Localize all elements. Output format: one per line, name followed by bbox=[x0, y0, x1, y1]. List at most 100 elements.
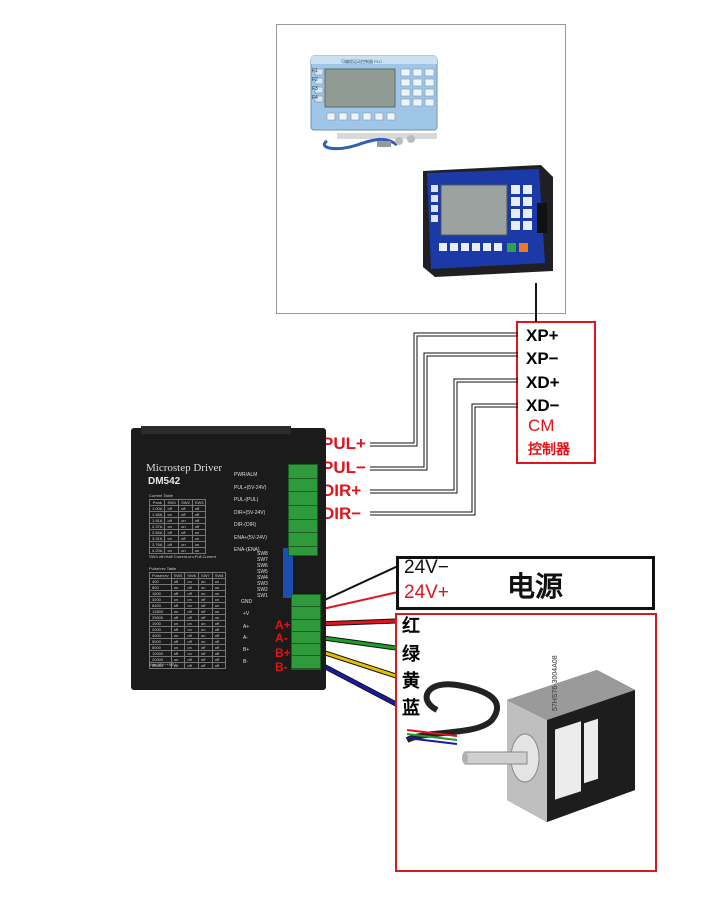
function-key-label: F4 bbox=[312, 95, 318, 101]
switch-label: SW5 bbox=[257, 569, 268, 575]
power-neg-label: 24V− bbox=[404, 557, 449, 578]
controller-caption: 控制器 bbox=[528, 441, 570, 457]
pin-label-xp-minus: XP− bbox=[526, 349, 559, 368]
pin-label-xp-plus: XP+ bbox=[526, 326, 559, 345]
wire-label-green: 绿 bbox=[402, 644, 420, 664]
sw4-note: SW4 off=Half Current,on=Full Current bbox=[149, 554, 216, 559]
driver-signal-pul-plus: PUL+ bbox=[322, 434, 366, 453]
table-cell: off bbox=[198, 662, 213, 669]
table-header-cell: Pulse/rev bbox=[149, 572, 172, 579]
switch-label: SW7 bbox=[257, 557, 268, 563]
terminal-label: DIR-(DIR) bbox=[234, 522, 257, 528]
phase-label-a-minus: A- bbox=[275, 631, 288, 645]
signal-wires bbox=[370, 332, 518, 516]
table-cell: on bbox=[178, 547, 193, 554]
controller-photo-box: 可编程运动控制器 PLC F1 F2 F3 F4 bbox=[276, 24, 566, 314]
pin-label-cm: CM bbox=[528, 416, 555, 435]
phase-label-a-plus: A+ bbox=[275, 618, 291, 632]
controller-front-photo bbox=[310, 55, 438, 151]
terminal-label: ENA+(5V-24V) bbox=[234, 534, 267, 541]
driver-small-a-plus: A+ bbox=[243, 624, 250, 630]
pulse-table-title: Pulse/rev Table bbox=[149, 566, 177, 571]
switch-label: SW8 bbox=[257, 551, 268, 557]
terminal-label: DIR+(5V-24V) bbox=[234, 509, 266, 516]
switch-label: SW1 bbox=[257, 593, 268, 599]
pin-label-xd-minus: XD− bbox=[526, 396, 560, 415]
terminal-label: PWR/ALM bbox=[234, 472, 258, 478]
driver-model: DM542 bbox=[148, 476, 181, 487]
function-key-label: F2 bbox=[312, 77, 318, 83]
terminal-label: ENA-(ENA) bbox=[234, 547, 260, 553]
table-cell: off bbox=[211, 662, 227, 669]
terminal-labels: PWR/ALM PUL+(5V-24V) PUL-(PUL) DIR+(5V-2… bbox=[234, 472, 294, 560]
power-terminal-block bbox=[291, 594, 321, 670]
table-cell: 4.20A bbox=[148, 547, 166, 554]
motor-box bbox=[395, 613, 657, 872]
current-table-title: Current Table bbox=[149, 493, 173, 498]
phase-label-b-minus: B- bbox=[275, 660, 288, 674]
wire-label-blue: 蓝 bbox=[402, 698, 420, 718]
switch-label: SW3 bbox=[257, 581, 268, 587]
switch-label: SW6 bbox=[257, 563, 268, 569]
wire-blue bbox=[315, 660, 397, 706]
power-title: 电源 bbox=[507, 570, 564, 603]
motor-wires bbox=[314, 618, 398, 707]
switch-label: SW4 bbox=[257, 575, 268, 581]
driver-signal-pul-minus: PUL− bbox=[322, 458, 366, 477]
driver-vplus-label: +V bbox=[243, 611, 250, 617]
wire-green bbox=[315, 635, 397, 650]
controller-panel-photo bbox=[423, 165, 553, 277]
dip-switch bbox=[283, 548, 293, 598]
table-cell: on bbox=[164, 547, 180, 554]
function-key-labels: F1 F2 F3 F4 bbox=[312, 67, 322, 103]
driver-small-b-minus: B- bbox=[243, 659, 248, 665]
table-cell: 25000 bbox=[149, 662, 172, 669]
table-cell: on bbox=[191, 547, 207, 554]
wire-yellow bbox=[315, 648, 397, 678]
terminal-label: PUL+(5V-24V) bbox=[234, 484, 267, 491]
switch-label: SW2 bbox=[257, 587, 268, 593]
power-supply-box: 24V− 24V+ 电源 bbox=[396, 556, 655, 610]
pin-label-xd-plus: XD+ bbox=[526, 373, 560, 392]
function-key-label: F3 bbox=[312, 86, 318, 92]
controller-front-title: 可编程运动控制器 PLC bbox=[341, 59, 382, 64]
wire-label-yellow: 黄 bbox=[402, 671, 420, 691]
stepper-driver: Microstep Driver DM542 Current Table Pea… bbox=[131, 426, 326, 690]
driver-signal-dir-plus: DIR+ bbox=[322, 481, 362, 500]
table-cell: off bbox=[184, 662, 200, 669]
driver-small-b-plus: B+ bbox=[243, 647, 250, 653]
signal-terminal-block bbox=[288, 464, 318, 556]
driver-small-a-minus: A- bbox=[243, 635, 248, 641]
phase-label-b-plus: B+ bbox=[275, 646, 291, 660]
terminal-label: PUL-(PUL) bbox=[234, 497, 259, 503]
wire-label-red: 红 bbox=[402, 616, 420, 636]
controller-pin-box: XP+ XP− XD+ XD− CM 控制器 bbox=[516, 321, 596, 464]
driver-gnd-label: GND bbox=[241, 599, 253, 605]
power-wire-positive bbox=[317, 591, 399, 611]
power-wire-negative bbox=[317, 565, 399, 604]
stepper-motor-photo bbox=[405, 670, 635, 822]
switch-labels: SW8 SW7 SW6 SW5 SW4 SW3 SW2 SW1 bbox=[257, 551, 277, 599]
power-pos-label: 24V+ bbox=[404, 582, 449, 603]
motor-model-label: 57HS76-3004A08 bbox=[552, 655, 559, 711]
driver-vdc: Vdc:18V~+50V bbox=[149, 662, 176, 667]
driver-title: Microstep Driver bbox=[146, 462, 223, 474]
